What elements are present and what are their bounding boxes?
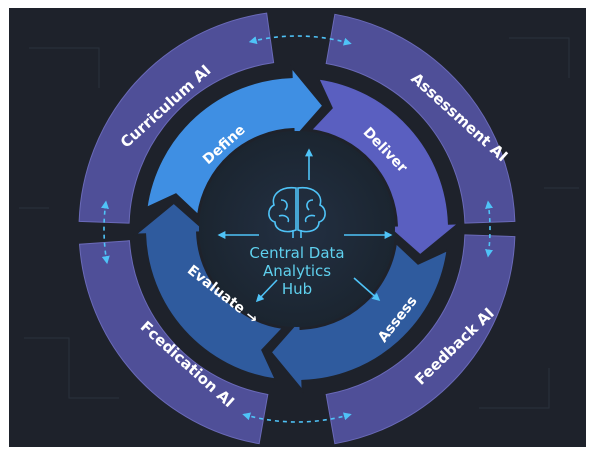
hub-title-line-3: Hub — [282, 280, 312, 298]
process-cycle-diagram: Central Data Analytics Hub Define Delive… — [19, 12, 579, 445]
hub-title-line-1: Central Data — [249, 244, 344, 262]
outer-ring — [78, 12, 516, 445]
spoke-down-left — [255, 279, 278, 303]
outer-segment-feedback — [325, 234, 516, 445]
dashed-connector-0 — [248, 35, 352, 46]
stage-arrow-evaluate — [132, 201, 286, 381]
diagram-canvas: Central Data Analytics Hub Define Delive… — [9, 8, 586, 447]
circuit-background — [19, 37, 579, 409]
outer-segment-fcedication — [78, 240, 269, 445]
hub-title-line-2: Analytics — [263, 262, 331, 280]
dashed-connector-3 — [101, 200, 110, 265]
hub-circle — [199, 131, 395, 327]
dashed-connectors — [101, 35, 493, 423]
stage-arrow-define — [145, 64, 325, 218]
spoke-down-right — [353, 277, 381, 302]
stage-arrow-deliver — [308, 77, 462, 257]
outer-segment-assessment — [325, 13, 516, 224]
stage-arrow-assess — [269, 240, 449, 394]
dashed-connector-2 — [242, 412, 352, 423]
outer-segment-curriculum — [78, 12, 275, 224]
brain-icon — [268, 186, 326, 238]
inner-cycle — [132, 64, 462, 394]
dashed-connector-1 — [485, 200, 493, 258]
